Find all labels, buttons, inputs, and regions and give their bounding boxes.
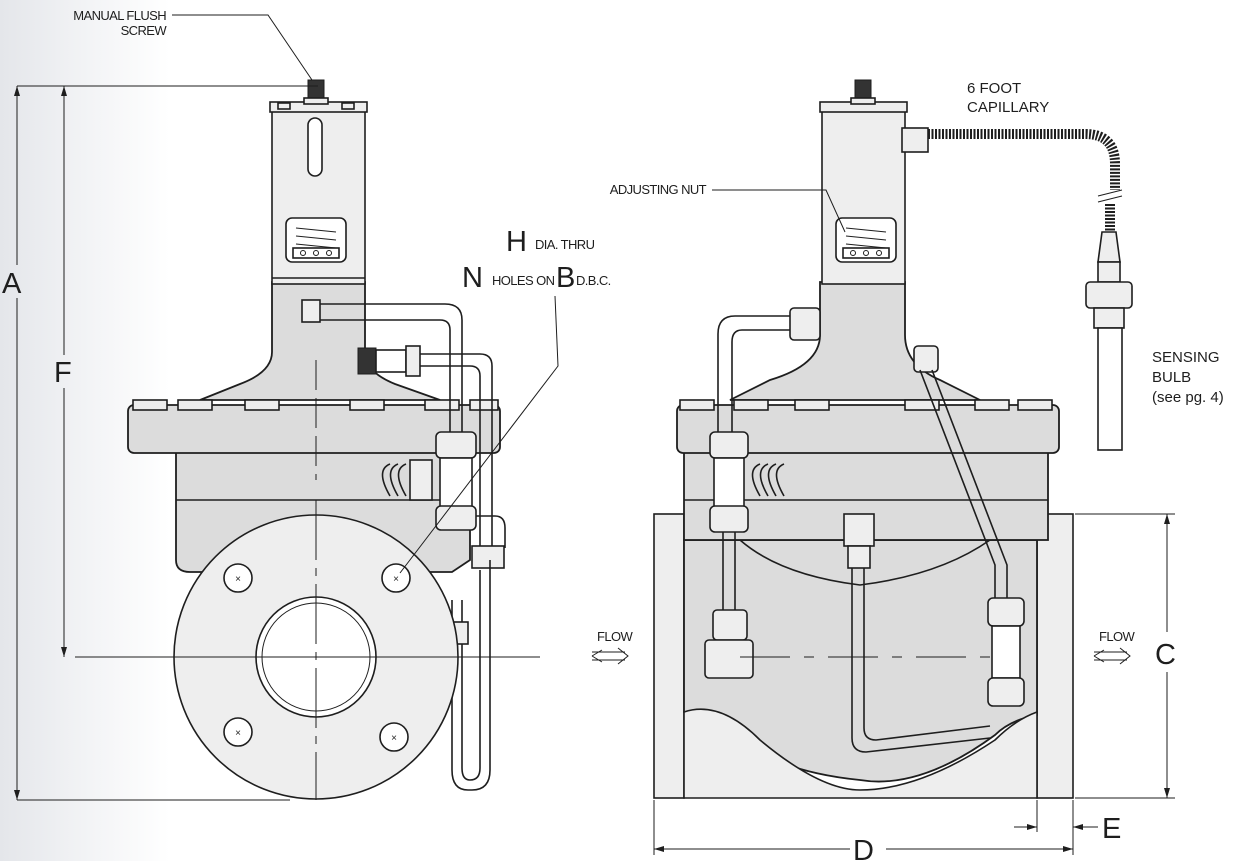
flow-label-right: FLOW	[1099, 629, 1135, 644]
capillary-label-line1: 6 FOOT	[967, 80, 1021, 97]
svg-text:×: ×	[235, 728, 241, 739]
b-dimension-letter: B	[556, 262, 575, 294]
adjusting-nut-label: ADJUSTING NUT	[610, 182, 707, 197]
n-dimension-text: HOLES ON	[492, 273, 555, 288]
dimension-d-label: D	[853, 835, 874, 861]
svg-text:×: ×	[393, 574, 399, 585]
flow-label-left: FLOW	[597, 629, 633, 644]
dimension-c-label: C	[1155, 639, 1176, 671]
manual-flush-label-line2: SCREW	[121, 23, 168, 38]
right-side-view	[653, 79, 1133, 799]
n-dimension-letter: N	[462, 262, 483, 294]
sensing-bulb-label-line1: SENSING	[1152, 349, 1220, 366]
svg-text:×: ×	[235, 574, 241, 585]
dimension-e-label: E	[1102, 813, 1121, 845]
sensing-bulb-label-line2: BULB	[1152, 369, 1191, 386]
b-dimension-text: D.B.C.	[576, 273, 611, 288]
dimension-lines	[14, 14, 1175, 855]
capillary-label-line2: CAPILLARY	[967, 99, 1049, 116]
manual-flush-label-line1: MANUAL FLUSH	[73, 8, 166, 23]
svg-text:×: ×	[391, 733, 397, 744]
h-dimension-text: DIA. THRU	[535, 237, 595, 252]
dimension-f-label: F	[54, 357, 72, 389]
sensing-bulb-label-line3: (see pg. 4)	[1152, 389, 1224, 406]
h-dimension-letter: H	[506, 226, 527, 258]
left-end-view: × × × ×	[75, 79, 540, 800]
dimension-a-label: A	[2, 268, 22, 300]
